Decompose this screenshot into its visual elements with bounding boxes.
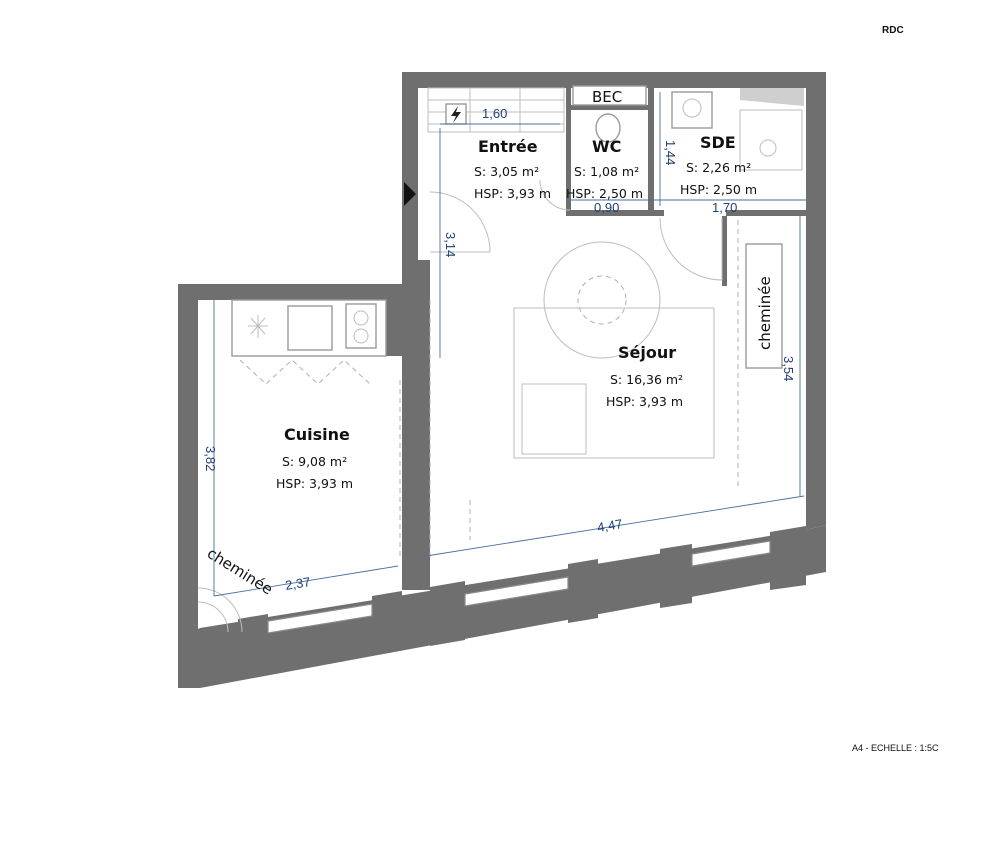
- wall-pillar-4: [660, 544, 692, 608]
- dim-sejour-height: 3,54: [781, 356, 796, 381]
- bec-box: [572, 85, 647, 106]
- room-name-entree: Entrée: [478, 137, 538, 156]
- window-sejour-2: [691, 540, 771, 567]
- wall-left-lower-block: [402, 260, 430, 590]
- kitchen-sink: [287, 305, 333, 351]
- partition-wc-left: [566, 88, 571, 216]
- room-surface-entree: S: 3,05 m²: [474, 164, 539, 179]
- entry-arrow-icon: [404, 182, 416, 206]
- room-sde: SDE S: 2,26 m² HSP: 2,50 m: [680, 133, 757, 197]
- label-cheminee-cuisine: cheminée: [204, 544, 276, 598]
- partition-sde-door-jamb: [722, 216, 727, 286]
- level-label: RDC: [882, 25, 904, 36]
- scale-label: A4 - ECHELLE : 1:5C: [852, 743, 939, 753]
- partition-bec: [571, 105, 648, 110]
- shower-tray: [740, 88, 804, 106]
- partition-wc-bottom: [566, 210, 654, 216]
- room-entree: Entrée S: 3,05 m² HSP: 3,93 m: [474, 137, 551, 201]
- dim-cuisine-height: 3,82: [203, 446, 218, 471]
- dim-wc-width: 0,90: [594, 200, 619, 215]
- wall-pillar-5: [770, 526, 806, 590]
- room-name-wc: WC: [592, 137, 621, 156]
- fireplace-sejour: [745, 243, 783, 369]
- room-surface-wc: S: 1,08 m²: [574, 164, 639, 179]
- wall-left-upper: [402, 72, 418, 260]
- wall-top: [402, 72, 826, 88]
- room-wc: WC S: 1,08 m² HSP: 2,50 m: [566, 137, 643, 201]
- walls: [178, 72, 826, 688]
- dim-entree-width: 1,60: [482, 106, 507, 121]
- room-hsp-wc: HSP: 2,50 m: [566, 186, 643, 201]
- wall-pillar-2: [430, 581, 465, 646]
- room-hsp-sde: HSP: 2,50 m: [680, 182, 757, 197]
- table: [513, 307, 715, 459]
- dim-cuisine-width: 2,37: [284, 574, 311, 593]
- toilet: [595, 113, 621, 143]
- wall-right: [806, 72, 826, 530]
- partition-sde-bottom-left: [654, 210, 664, 216]
- kitchen-counter: [231, 299, 387, 357]
- dim-sejour-width: 4,47: [596, 516, 623, 535]
- sink: [671, 91, 713, 129]
- room-hsp-cuisine: HSP: 3,93 m: [276, 476, 353, 491]
- partition-sde-bottom-right: [726, 210, 806, 216]
- room-surface-cuisine: S: 9,08 m²: [282, 454, 347, 469]
- wall-kitchen-left: [178, 284, 198, 688]
- wall-pillar-1: [372, 591, 402, 655]
- room-hsp-sejour: HSP: 3,93 m: [606, 394, 683, 409]
- room-sejour: Séjour S: 16,36 m² HSP: 3,93 m: [606, 343, 683, 409]
- room-name-sejour: Séjour: [618, 343, 676, 362]
- room-name-cuisine: Cuisine: [284, 425, 350, 444]
- wall-pillar-3: [568, 559, 598, 623]
- fixtures: [197, 85, 804, 633]
- wall-pillar-6: [238, 614, 268, 678]
- room-name-sde: SDE: [700, 133, 736, 152]
- wall-kitchen-top: [178, 284, 402, 300]
- rug: [543, 241, 661, 359]
- partition-wc-right: [648, 88, 654, 216]
- window-sejour-1: [464, 576, 569, 607]
- windows: [267, 540, 771, 634]
- dim-wc-height: 1,44: [663, 140, 678, 165]
- dim-entree-height: 3,14: [443, 232, 458, 257]
- room-surface-sde: S: 2,26 m²: [686, 160, 751, 175]
- kitchen-pillar-top: [386, 300, 402, 356]
- room-hsp-entree: HSP: 3,93 m: [474, 186, 551, 201]
- dimension-lines: [213, 92, 806, 597]
- label-cheminee-sejour: cheminée: [756, 276, 774, 350]
- fireplace-cuisine: [197, 587, 243, 633]
- window-kitchen: [267, 603, 373, 634]
- label-bec: BEC: [592, 88, 622, 106]
- room-cuisine: Cuisine S: 9,08 m² HSP: 3,93 m: [276, 425, 353, 491]
- lightning-icon: [451, 106, 461, 123]
- dim-sde-width: 1,70: [712, 200, 737, 215]
- room-surface-sejour: S: 16,36 m²: [610, 372, 683, 387]
- entree-door-swing: [429, 191, 491, 253]
